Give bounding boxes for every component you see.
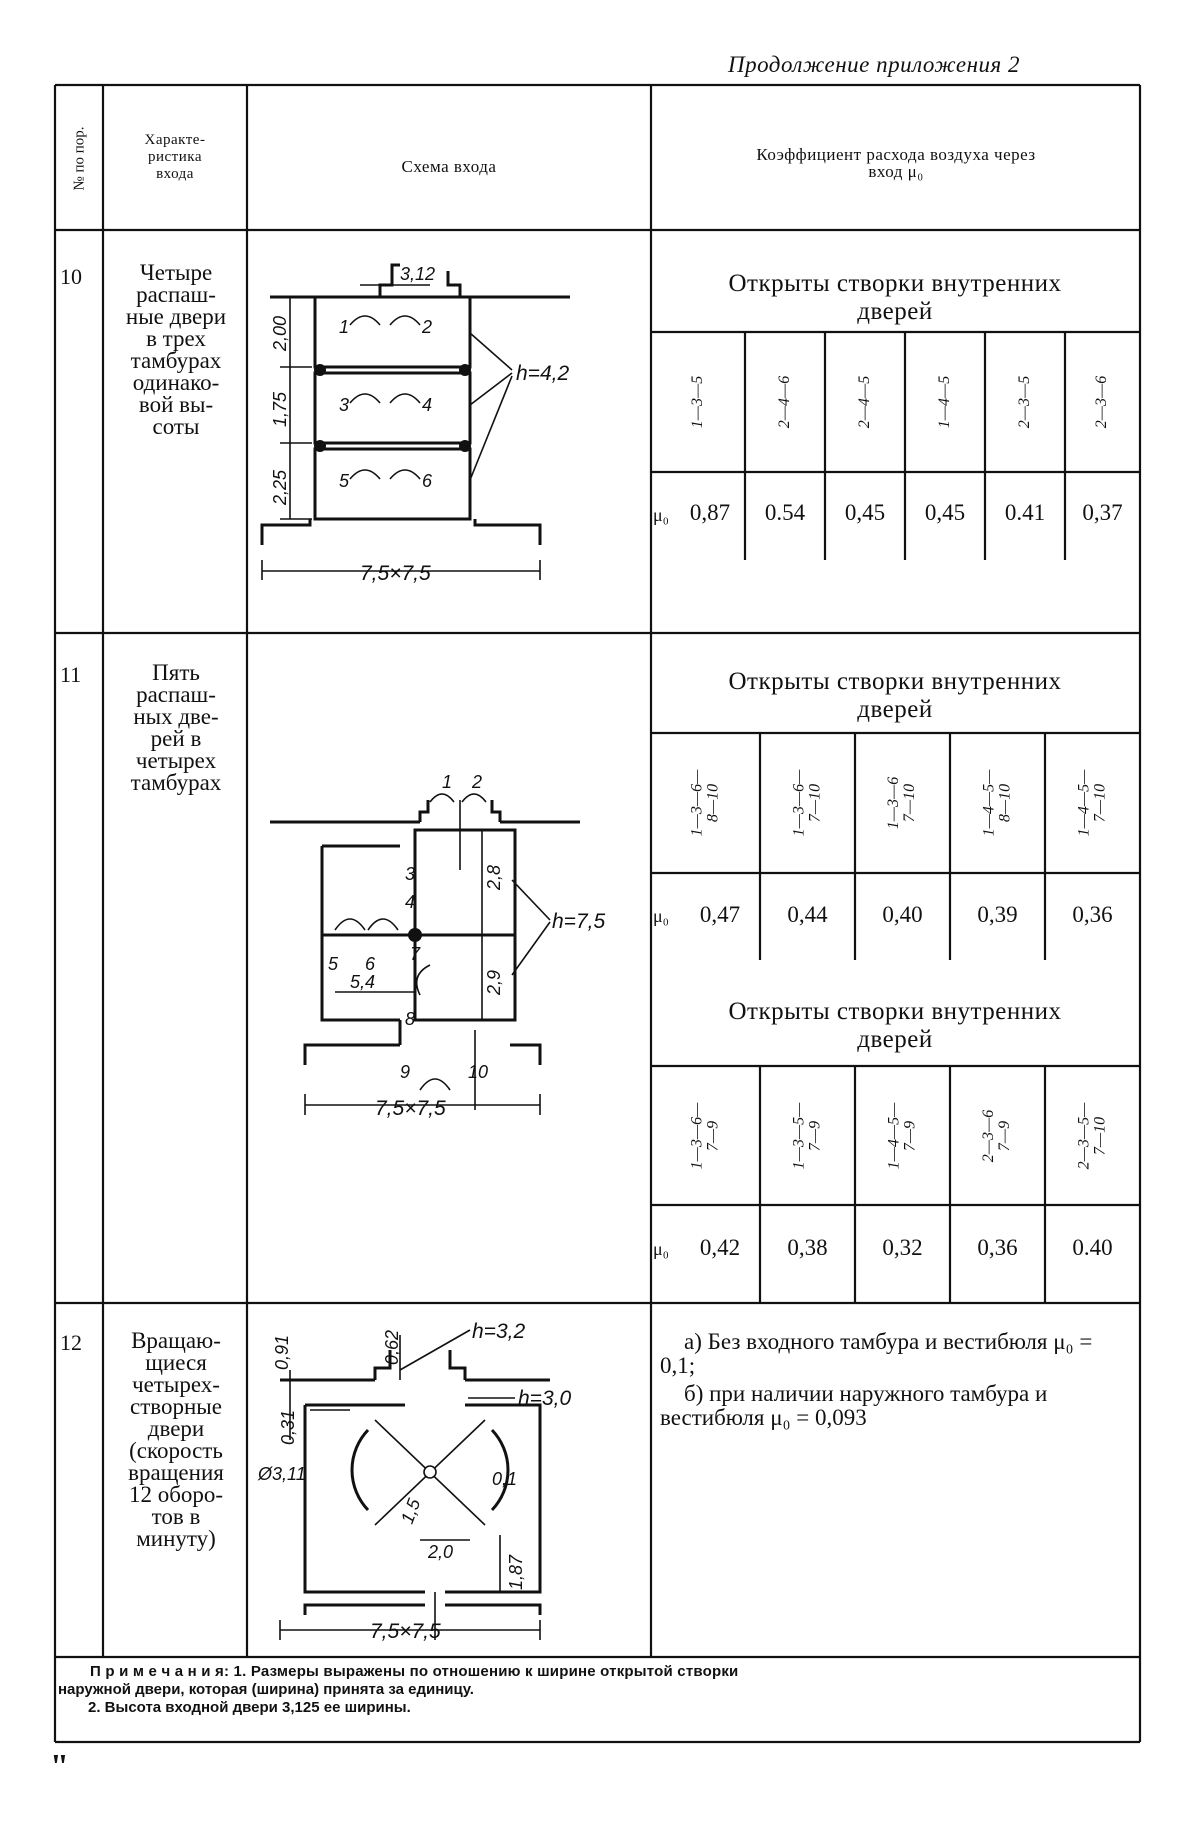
svg-text:2: 2 [471,772,482,792]
svg-text:4: 4 [405,892,415,912]
row-12-note-a: а) Без входного тамбура и вестибюля μ₀ =… [660,1330,1130,1378]
header-scheme: Схема входа [250,158,648,175]
row-11-block-2-open-title: Открыты створки внутренних дверей [660,998,1130,1054]
row-11-block-2-combo-3: 1—4—5— 7—9 [855,1066,950,1205]
header-coefficient: Коэффициент расхода воздуха через вход μ… [654,146,1138,180]
row-12-dim-d2: 0,62 [382,1330,402,1365]
row-12-dim-h2: h=3,0 [518,1387,571,1410]
row-11-block-1-open-title: Открыты створки внутренних дверей [660,668,1130,724]
svg-text:7: 7 [410,944,421,964]
row-10-combo-4: 1—4—5 [905,332,985,472]
row-12-dim-g: 0,1 [492,1469,517,1489]
row-11-scheme: 12 3 4 5 6 7 8 9 10 2,8 2,9 5,4 h=7,5 7,5×7,… [250,760,650,1130]
row-11-block-1-combo-2: 1—3—6— 7—10 [760,733,855,873]
row-10-dim-d2: 1,75 [270,391,290,427]
row-12-characteristic: Вращаю- щиеся четырех- створные двери (с… [106,1330,246,1550]
row-11-block-1-value-5: 0,36 [1045,902,1140,928]
row-10-combo-1: 1—3—5 [651,332,745,472]
row-10-value-6: 0,37 [1065,500,1140,526]
row-11-block-1-value-1: 0,47 [685,902,755,928]
row-11-block-2-value-2: 0,38 [760,1235,855,1261]
row-10-num: 10 [60,264,82,290]
row-11-block-1-value-4: 0,39 [950,902,1045,928]
header-characteristic: Характе- ристика входа [106,132,244,183]
row-11-block-2-combo-1: 1—3—6— 7—9 [651,1066,760,1205]
row-11-num: 11 [60,662,81,688]
svg-text:6: 6 [422,471,433,491]
row-11-block-1-value-2: 0,44 [760,902,855,928]
svg-text:5: 5 [328,954,339,974]
row-10-value-2: 0.54 [745,500,825,526]
footnote-line-2: наружной двери, которая (ширина) принята… [58,1682,474,1698]
row-11-block-2-combo-5: 2—3—5— 7—10 [1045,1066,1140,1205]
row-12-dim-h1: h=3,2 [472,1320,525,1343]
row-10-value-3: 0,45 [825,500,905,526]
svg-text:6: 6 [365,954,376,974]
row-12-num: 12 [60,1330,82,1356]
svg-text:10: 10 [468,1062,488,1082]
footnote-line-1: П р и м е ч а н и я: 1. Размеры выражены… [90,1664,738,1680]
row-12-dim-base: 7,5×7,5 [370,1620,441,1643]
row-10-combo-3: 2—4—5 [825,332,905,472]
svg-text:8: 8 [405,1009,415,1029]
svg-text:4: 4 [422,395,432,415]
page-mark: " [50,1748,69,1786]
svg-text:3: 3 [339,395,349,415]
row-11-characteristic: Пять распаш- ных две- рей в четырех тамб… [106,662,246,794]
row-10-dim-top: 3,12 [400,264,435,284]
row-12-dim-w: 2,0 [427,1542,453,1562]
header-num: № по пор. [58,90,102,226]
row-10-value-4: 0,45 [905,500,985,526]
row-12-note-b: б) при наличии наружного тамбура и вести… [660,1382,1130,1430]
row-11-block-2-value-4: 0,36 [950,1235,1045,1261]
row-10-dim-base: 7,5×7,5 [360,562,431,585]
row-10-dim-d1: 2,00 [270,316,290,352]
row-10-combo-6: 2—3—6 [1065,332,1140,472]
row-10-combo-2: 2—4—6 [745,332,825,472]
row-10-value-1: 0,87 [680,500,740,526]
row-11-block-2-combo-4: 2—3—6 7—9 [950,1066,1045,1205]
row-11-dim-d1: 2,8 [484,865,504,891]
row-11-block-2-combo-2: 1—3—5— 7—9 [760,1066,855,1205]
row-11-block-2-value-1: 0,42 [685,1235,755,1261]
row-10-value-5: 0.41 [985,500,1065,526]
row-11-block-1-combo-1: 1—3—6— 8—10 [651,733,760,873]
row-10-characteristic: Четыре распаш- ные двери в трех тамбурах… [106,262,246,438]
svg-text:2: 2 [421,317,432,337]
row-10-dim-d3: 2,25 [270,469,290,506]
row-12-dim-d3: 0,31 [278,1410,298,1445]
row-11-block-1-value-3: 0,40 [855,902,950,928]
row-10-dim-h: h=4,2 [516,362,569,385]
row-11-dim-base: 7,5×7,5 [375,1097,446,1120]
svg-text:3: 3 [405,864,415,884]
row-11-block-1-combo-5: 1—4—5— 7—10 [1045,733,1140,873]
row-12-dim-dia: Ø3,11 [257,1464,306,1484]
row-11-block-1-combo-3: 1—3—6 7—10 [855,733,950,873]
row-11-dim-h: h=7,5 [552,910,605,933]
svg-text:1: 1 [442,772,452,792]
svg-text:5: 5 [339,471,350,491]
svg-text:1: 1 [339,317,349,337]
row-11-block-1-combo-4: 1—4—5— 8—10 [950,733,1045,873]
row-11-block-2-value-3: 0,32 [855,1235,950,1261]
row-11-block-1-mu-label: μ₀ [653,906,669,927]
row-10-open-title: Открыты створки внутренних дверей [660,270,1130,326]
row-10-mu-label: μ₀ [653,505,669,526]
row-12-dim-d1: 0,91 [272,1335,292,1370]
row-11-block-2-mu-label: μ₀ [653,1239,669,1260]
row-12-dim-hh: 1,87 [506,1554,526,1590]
row-10-combo-5: 2—3—5 [985,332,1065,472]
row-11-dim-d3: 5,4 [350,972,375,992]
footnote-line-3: 2. Высота входной двери 3,125 ее ширины. [88,1700,411,1716]
row-11-dim-d2: 2,9 [484,970,504,996]
row-10-scheme: 1 2 3 4 5 6 3,12 2,00 1,75 2,25 h=4,2 7,5×7… [250,255,650,595]
svg-text:9: 9 [400,1062,410,1082]
row-11-block-2-value-5: 0.40 [1045,1235,1140,1261]
row-12-scheme: 0,91 0,62 0,31 Ø3,11 1,5 2,0 0,1 1,87 h=… [250,1310,650,1655]
